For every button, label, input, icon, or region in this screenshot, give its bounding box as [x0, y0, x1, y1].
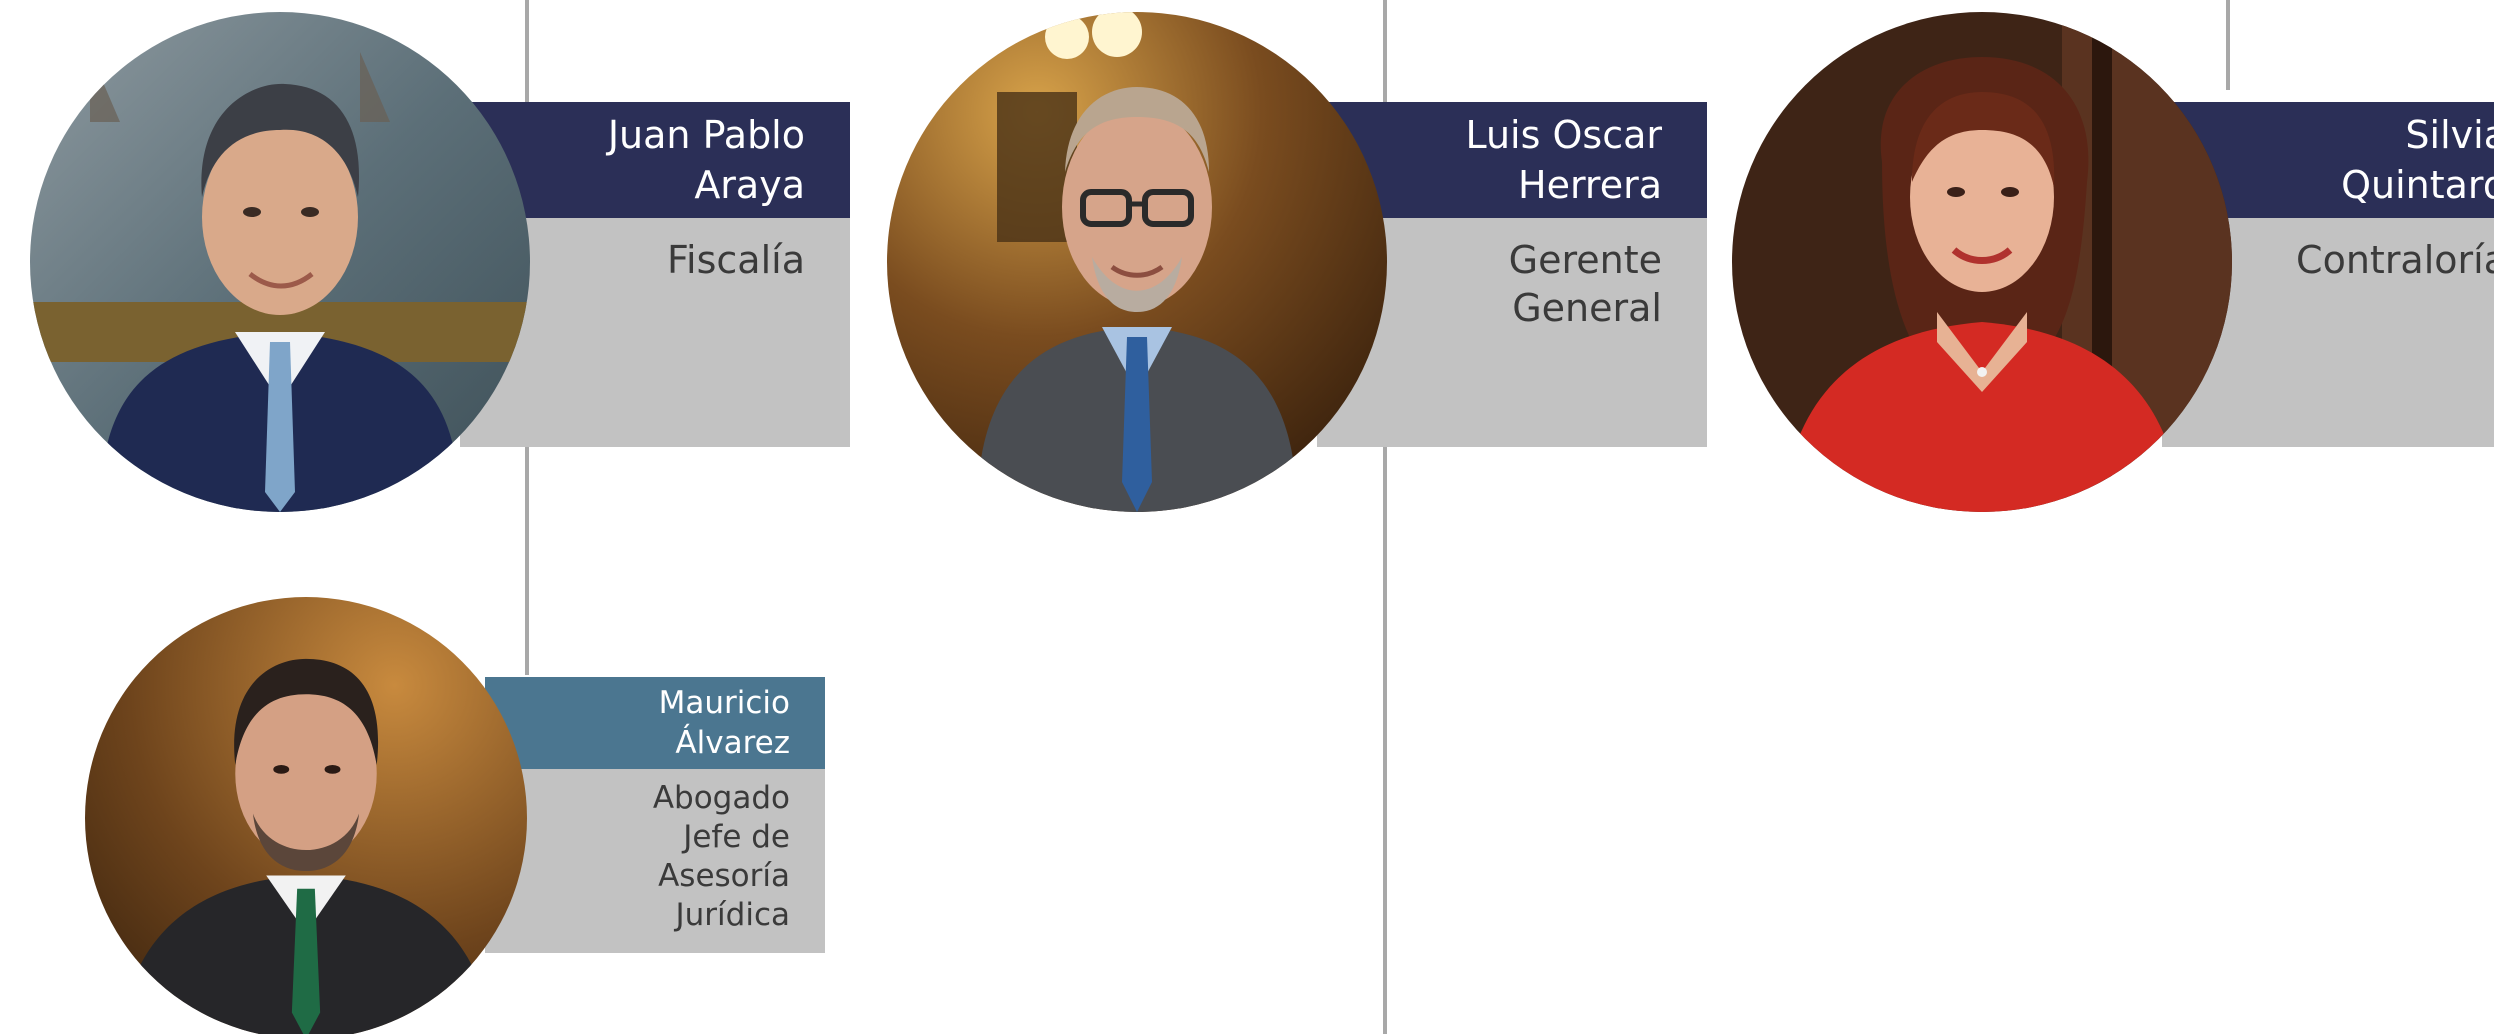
person-name-line: Juan Pablo	[607, 113, 805, 157]
portrait-photo	[85, 597, 527, 1034]
person-role-line: Jefe de	[683, 819, 790, 855]
person-role-line: Contraloría	[2296, 238, 2494, 282]
connector-line-middle	[1383, 0, 1387, 1034]
person-name-line: Herrera	[1518, 163, 1662, 207]
person-role-line: Fiscalía	[666, 238, 805, 282]
portrait-man-navy-suit-image	[30, 12, 530, 512]
person-role-line: Jurídica	[675, 897, 790, 933]
org-card-fiscalia: Juan Pablo Araya Fiscalía	[30, 12, 850, 512]
connector-line-right	[2226, 0, 2230, 90]
person-role-line: Abogado	[652, 780, 790, 816]
portrait-photo	[1732, 12, 2232, 512]
person-name-box: Mauricio Álvarez	[485, 677, 825, 769]
person-role-line: Asesoría	[658, 858, 790, 894]
portrait-photo	[887, 12, 1387, 512]
person-name-line: Mauricio	[658, 685, 790, 721]
portrait-photo	[30, 12, 530, 512]
person-name-box: Luis Oscar Herrera	[1317, 102, 1707, 218]
org-card-label: Mauricio Álvarez Abogado Jefe de Asesorí…	[485, 677, 825, 953]
portrait-man-green-tie-image	[85, 597, 527, 1034]
person-name-line: Araya	[694, 163, 805, 207]
portrait-man-glasses-image	[887, 12, 1387, 512]
org-card-gerencia-general: Luis Oscar Herrera Gerente General	[887, 12, 1707, 512]
portrait-woman-red-jacket-image	[1732, 12, 2232, 512]
person-name-line: Quintard	[2341, 163, 2494, 207]
person-name-line: Álvarez	[675, 725, 790, 761]
person-name-line: Luis Oscar	[1465, 113, 1662, 157]
person-name-line: Silvia	[2405, 113, 2494, 157]
org-card-asesoria-juridica: Mauricio Álvarez Abogado Jefe de Asesorí…	[85, 597, 825, 1034]
person-name-box: Juan Pablo Araya	[460, 102, 850, 218]
org-card-label: Luis Oscar Herrera Gerente General	[1317, 102, 1707, 447]
person-role-box: Abogado Jefe de Asesoría Jurídica	[485, 769, 825, 953]
person-role-line: Gerente	[1508, 238, 1662, 282]
org-card-contraloria: Silvia Quintard Contraloría	[1732, 12, 2494, 512]
person-role-line: General	[1512, 286, 1662, 330]
